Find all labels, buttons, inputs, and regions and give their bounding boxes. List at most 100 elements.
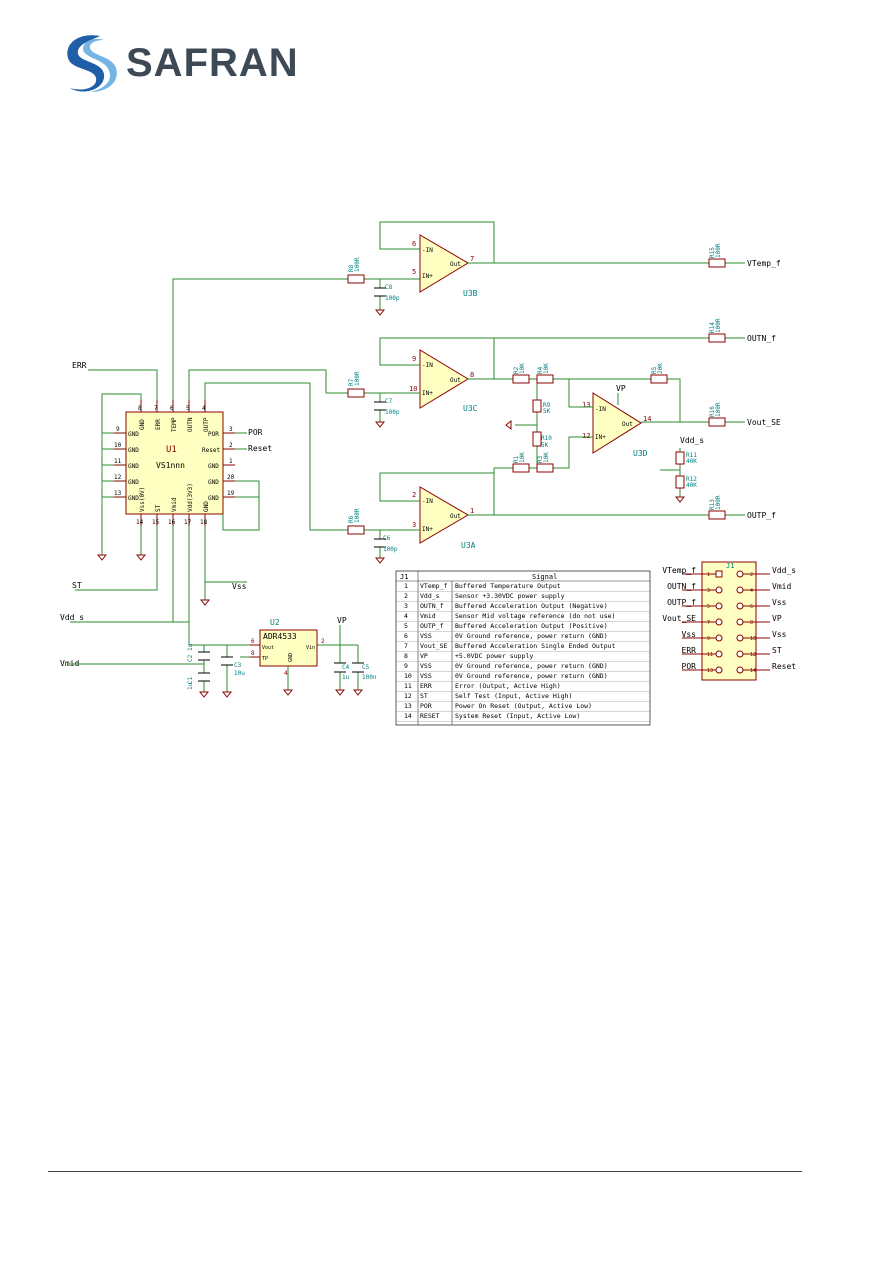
cap-c3-ref: C3 <box>234 662 242 669</box>
j1-pin-pad <box>715 602 723 610</box>
j1-table-signal: 0V Ground reference, power return (GND) <box>455 672 608 680</box>
cap-c4-ref: C4 <box>342 664 350 671</box>
j1-pin-label: Vdd_s <box>772 566 796 575</box>
j1-table-net: VSS <box>420 672 432 680</box>
u3d-out: Out <box>622 421 633 428</box>
j1-pin-label: Vout_SE <box>662 614 696 623</box>
cap-c1-val: 1u <box>187 682 194 690</box>
j1-pin-number: 9 <box>707 636 710 642</box>
j1-pin-pad <box>715 650 723 658</box>
u3a-pin-plus: 3 <box>412 521 416 529</box>
j1-table-net: VP <box>420 652 428 660</box>
u1-pin11-num: 11 <box>114 458 122 465</box>
u3b-pin-out: 7 <box>470 255 474 263</box>
u1-pin2-name: Reset <box>202 447 220 454</box>
u1-pin8-num: 8 <box>138 405 142 412</box>
r8-ref: R8 <box>348 264 355 272</box>
power-caps <box>198 651 364 682</box>
j1-table-net: POR <box>420 702 432 710</box>
j1-pin-number: 3 <box>707 588 710 594</box>
u2-pin-tp-num: 8 <box>251 650 255 657</box>
u3d-in-minus: -IN <box>595 406 606 413</box>
r8-val: 100R <box>354 257 361 272</box>
u2-regulator: U2 ADR4533 Vout TP Vin GND 6 8 2 4 <box>250 618 325 677</box>
net-reset-label: Reset <box>248 444 272 453</box>
u3d-in-plus: IN+ <box>595 434 606 441</box>
j1-pin-number: 1 <box>707 572 710 578</box>
j1-table-signal: Buffered Temperature Output <box>455 582 561 590</box>
j1-table-pin: 14 <box>404 712 412 720</box>
j1-pin-number: 12 <box>750 652 756 658</box>
net-labels-right: VTemp_f OUTN_f Vout_SE OUTP_f Vdd_s VP <box>616 259 781 520</box>
j1-table-pin: 7 <box>404 642 408 650</box>
j1-table-net: VTemp_f <box>420 582 447 590</box>
u2-pin-vout: Vout <box>262 645 274 651</box>
r13-ref: R13 <box>709 499 716 510</box>
j1-table-net: VSS <box>420 632 432 640</box>
u3d-opamp: -IN IN+ Out U3D 13 12 14 <box>582 392 651 458</box>
u3d-pin-minus: 13 <box>582 401 590 409</box>
net-por-label: POR <box>248 428 263 437</box>
j1-pin-pad <box>736 570 744 578</box>
u3a-in-plus: IN+ <box>422 526 433 533</box>
r4-ref: R4 <box>537 366 544 374</box>
r14-ref: R14 <box>709 322 716 333</box>
r9-val: 5K <box>543 408 551 415</box>
u1-ground-symbols <box>96 554 211 606</box>
opamp-wires <box>364 221 745 558</box>
footer-divider <box>48 1171 802 1172</box>
u3c-pin-plus: 10 <box>409 385 417 393</box>
j1-pin-label: Vss <box>682 630 697 639</box>
j1-pin-pad <box>736 618 744 626</box>
j1-table-signal: Buffered Acceleration Output (Positive) <box>455 622 608 630</box>
r9-ref: R9 <box>543 402 551 409</box>
j1-pin-number: 10 <box>750 636 756 642</box>
j1-pin-label: Vmid <box>772 582 791 591</box>
u1-ref: U1 <box>166 445 177 455</box>
u1-pin5-num: 5 <box>186 405 190 412</box>
j1-table-pin: 4 <box>404 612 408 620</box>
j1-table-pin: 2 <box>404 592 408 600</box>
j1-table-net: OUTN_f <box>420 602 444 610</box>
j1-pin-number: 7 <box>707 620 710 626</box>
u3c-opamp: -IN IN+ Out U3C 9 10 8 <box>409 349 478 413</box>
j1-pin-label: ST <box>772 646 782 655</box>
r2-val: 10K <box>519 363 526 374</box>
j1-table-signal: Error (Output, Active High) <box>455 682 561 690</box>
safran-swoosh-icon <box>67 35 105 92</box>
u1-sensor: U1 VS1nnn 9 10 11 12 13 GND GND GND GND … <box>114 400 235 526</box>
j1-pin-pad <box>715 618 723 626</box>
u1-pin12-num: 12 <box>114 474 122 481</box>
u2-pin-vin: Vin <box>306 645 315 651</box>
u3c-ref: U3C <box>463 404 478 413</box>
cap-c5-val: 100n <box>362 674 377 681</box>
r2-ref: R2 <box>513 366 520 374</box>
net-vdd-s-label-2: Vdd_s <box>680 436 704 445</box>
net-outp-f-label: OUTP_f <box>747 511 776 520</box>
u1-pin5-name: OUTN <box>187 417 194 432</box>
r5-ref: R5 <box>651 366 658 374</box>
j1-pin-pad <box>736 634 744 642</box>
r12-val: 40K <box>686 482 697 489</box>
j1-ref: J1 <box>726 562 734 570</box>
j1-pin-pad <box>736 586 744 594</box>
r7-ref: R7 <box>348 378 355 386</box>
j1-table-net: ERR <box>420 682 432 690</box>
u3c-pin-minus: 9 <box>412 355 416 363</box>
r4-val: 10K <box>543 363 550 374</box>
j1-table-signal: Buffered Acceleration Single Ended Outpu… <box>455 642 616 650</box>
c6-ref: C6 <box>383 535 391 542</box>
u1-pin17-num: 17 <box>184 519 192 526</box>
j1-pin-label: VTemp_f <box>662 566 696 575</box>
u3d-ref: U3D <box>633 449 648 458</box>
u1-pin9-num: 9 <box>116 426 120 433</box>
j1-pin-label: VP <box>772 614 782 623</box>
c7-ref: C7 <box>385 398 393 405</box>
u1-pin14-num: 14 <box>136 519 144 526</box>
u3c-in-minus: -IN <box>422 362 433 369</box>
j1-table-pin: 13 <box>404 702 412 710</box>
j1-pin-number: 14 <box>750 668 756 674</box>
u1-pin7-name: ERR <box>155 419 162 430</box>
net-vp-label: VP <box>337 616 347 625</box>
j1-table-signal: Sensor Mid voltage reference (do not use… <box>455 612 615 620</box>
